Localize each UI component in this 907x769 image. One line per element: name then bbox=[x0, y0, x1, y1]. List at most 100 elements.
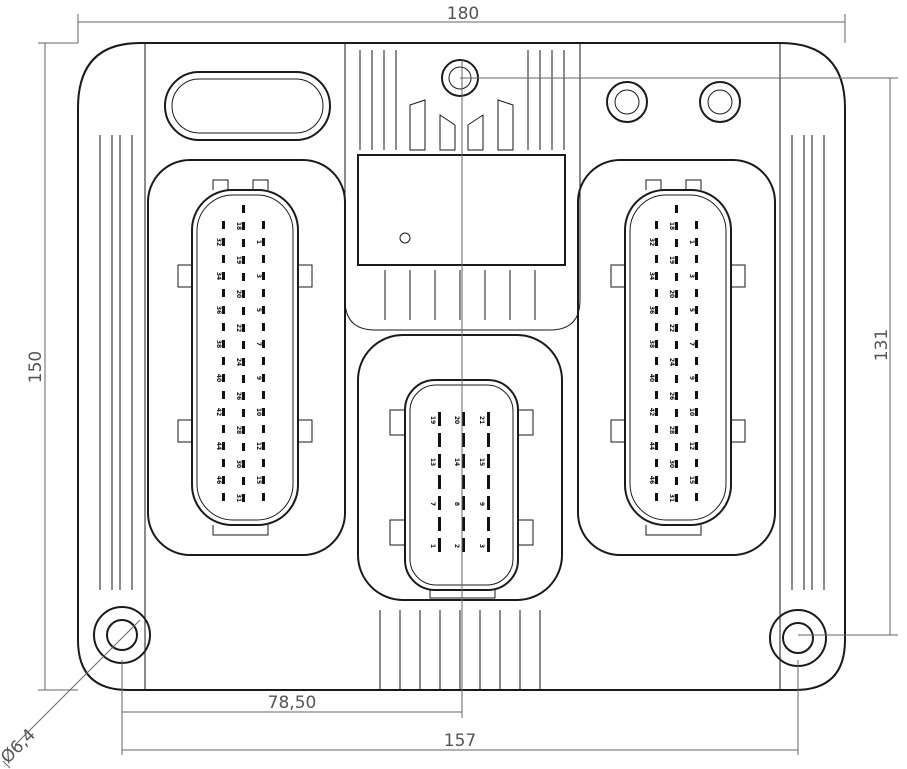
pin-label: 13 bbox=[429, 458, 436, 466]
pin bbox=[462, 475, 465, 489]
pin-label: 34 bbox=[215, 272, 222, 280]
pin bbox=[462, 496, 465, 510]
dim-hole-vertical: 131 bbox=[872, 329, 892, 361]
pin bbox=[675, 324, 678, 332]
pin-label: 19 bbox=[235, 256, 242, 264]
pin bbox=[262, 238, 265, 246]
pin bbox=[487, 454, 490, 468]
pin bbox=[242, 222, 245, 230]
pin bbox=[695, 255, 698, 263]
pin bbox=[438, 454, 441, 468]
pin bbox=[242, 375, 245, 383]
pin bbox=[222, 374, 225, 382]
pin bbox=[438, 433, 441, 447]
pin-label: 12 bbox=[255, 442, 262, 450]
pin-label: 2 bbox=[453, 544, 460, 548]
dim-hole-diameter: Ø6,4 bbox=[0, 725, 40, 768]
pin bbox=[222, 323, 225, 331]
pin-label: 9 bbox=[478, 502, 485, 506]
pin bbox=[695, 391, 698, 399]
pin bbox=[675, 222, 678, 230]
pin bbox=[655, 221, 658, 229]
pin bbox=[242, 239, 245, 247]
pin-label: 26 bbox=[668, 392, 675, 400]
pin bbox=[462, 454, 465, 468]
housing bbox=[77, 42, 846, 691]
pin bbox=[262, 306, 265, 314]
pin bbox=[262, 493, 265, 501]
pin bbox=[675, 239, 678, 247]
pin bbox=[438, 496, 441, 510]
pin bbox=[655, 255, 658, 263]
pin-label: 15 bbox=[688, 476, 695, 484]
pin bbox=[438, 412, 441, 426]
pin-label: 1 bbox=[255, 240, 262, 244]
pin bbox=[695, 323, 698, 331]
pin bbox=[242, 290, 245, 298]
pin bbox=[695, 459, 698, 467]
pin bbox=[675, 375, 678, 383]
dimension-lines bbox=[2, 14, 898, 769]
pin bbox=[655, 340, 658, 348]
pin bbox=[487, 433, 490, 447]
mounting-slot bbox=[164, 71, 331, 141]
pin-label: 31 bbox=[668, 494, 675, 502]
right-connector bbox=[577, 159, 776, 556]
pin bbox=[462, 517, 465, 531]
pin-label: 34 bbox=[648, 272, 655, 280]
pin bbox=[242, 273, 245, 281]
pin-label: 36 bbox=[648, 306, 655, 314]
pin bbox=[487, 538, 490, 552]
pin-label: 46 bbox=[648, 476, 655, 484]
pin bbox=[487, 475, 490, 489]
pin bbox=[438, 475, 441, 489]
pin-label: 7 bbox=[429, 502, 436, 506]
pin bbox=[675, 426, 678, 434]
pin bbox=[262, 425, 265, 433]
pin-label: 9 bbox=[688, 376, 695, 380]
pin-label: 44 bbox=[215, 442, 222, 450]
pin bbox=[462, 412, 465, 426]
pin-label: 38 bbox=[648, 340, 655, 348]
pin-label: 22 bbox=[235, 324, 242, 332]
pin bbox=[242, 460, 245, 468]
pin bbox=[695, 374, 698, 382]
pin bbox=[222, 255, 225, 263]
mounting-hole-left bbox=[93, 606, 151, 664]
pin-label: 20 bbox=[453, 416, 460, 424]
pin-label: 24 bbox=[235, 358, 242, 366]
pin bbox=[655, 425, 658, 433]
pin bbox=[222, 272, 225, 280]
pin-label: 28 bbox=[668, 426, 675, 434]
pin bbox=[655, 323, 658, 331]
pin bbox=[675, 307, 678, 315]
pin bbox=[262, 476, 265, 484]
pin-label: 10 bbox=[255, 408, 262, 416]
pin bbox=[655, 493, 658, 501]
pin-label: 31 bbox=[235, 494, 242, 502]
pin bbox=[242, 409, 245, 417]
pin bbox=[222, 493, 225, 501]
pin bbox=[222, 425, 225, 433]
pin bbox=[242, 205, 245, 213]
pin bbox=[262, 272, 265, 280]
pin-label: 3 bbox=[688, 274, 695, 278]
pin-label: 30 bbox=[235, 460, 242, 468]
pin-label: 40 bbox=[648, 374, 655, 382]
pin-label: 19 bbox=[668, 256, 675, 264]
pin bbox=[675, 341, 678, 349]
pin-label: 18 bbox=[668, 222, 675, 230]
pin bbox=[222, 408, 225, 416]
pin bbox=[462, 538, 465, 552]
m8-connector-1 bbox=[606, 81, 648, 123]
pin bbox=[655, 459, 658, 467]
dim-height: 150 bbox=[26, 351, 46, 383]
pin bbox=[262, 374, 265, 382]
pin bbox=[222, 238, 225, 246]
pin bbox=[242, 392, 245, 400]
pin-label: 42 bbox=[648, 408, 655, 416]
center-connector bbox=[357, 334, 563, 601]
m8-connector-2 bbox=[699, 81, 741, 123]
pin bbox=[675, 477, 678, 485]
pin-label: 40 bbox=[215, 374, 222, 382]
